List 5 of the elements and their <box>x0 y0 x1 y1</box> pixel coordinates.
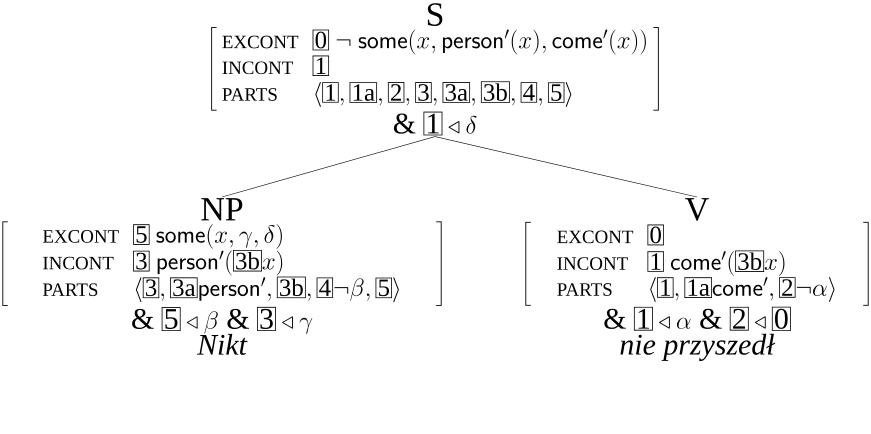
tree-branch <box>434 136 698 198</box>
feature-structure: S EXCONT $\boxed{\mathrm{0}}\ \neg\ \mathsf{some}(x, \mathsf{person}'(x), \mathsf{come}'(x))$ INCONT $\boxed{\mathrm{1}}$ PARTS $\langle\boxed{\mathrm{1}}, \boxed{\mathrm{1a}}, \boxed{\mathrm{2}}, \boxed{\mathrm{3}}, \boxed{\mathrm{3a}}, \boxed{\mathrm{3b}}, \boxed{\mathrm{4}}, \boxed{\mathrm{5}}\rangle$ $\&\ \boxed{\mathrm{1}} \triangleleft \delta$ <box>211 3 659 135</box>
feature-structure: NP EXCONT $\boxed{\mathrm{5}}\ \mathsf{some}(x, \gamma, \delta)$ INCONT $\boxed{\mathrm{3}}\ \mathsf{person}'(\boxed{\mathrm{3b}}x)$ PARTS $\langle\boxed{\mathrm{3}}, \boxed{\mathrm{3a}}\mathsf{person}', \boxed{\mathrm{3b}}, \boxed{\mathrm{4}}\neg\beta, \boxed{\mathrm{5}}\rangle$ $\&\ \boxed{\mathrm{5}} \triangleleft \beta\ \&\ \boxed{\mathrm{3}} \triangleleft \gamma$ Nikt <box>2 198 442 355</box>
feature-structure: V EXCONT $\boxed{\mathrm{0}}$ INCONT $\boxed{\mathrm{1}}\ \mathsf{come}'(\boxed{\mathrm{3b}}x)$ PARTS $\langle\boxed{\mathrm{1}}, \boxed{\mathrm{1a}}\mathsf{come}', \boxed{\mathrm{2}}\neg\alpha\rangle$ $\&\ \boxed{\mathrm{1}} \triangleleft \alpha\ \&\ \boxed{\mathrm{2}} \triangleleft \boxed{\mathrm{0}}$ nie przyszedł <box>525 198 869 361</box>
tree-branch <box>222 136 436 198</box>
